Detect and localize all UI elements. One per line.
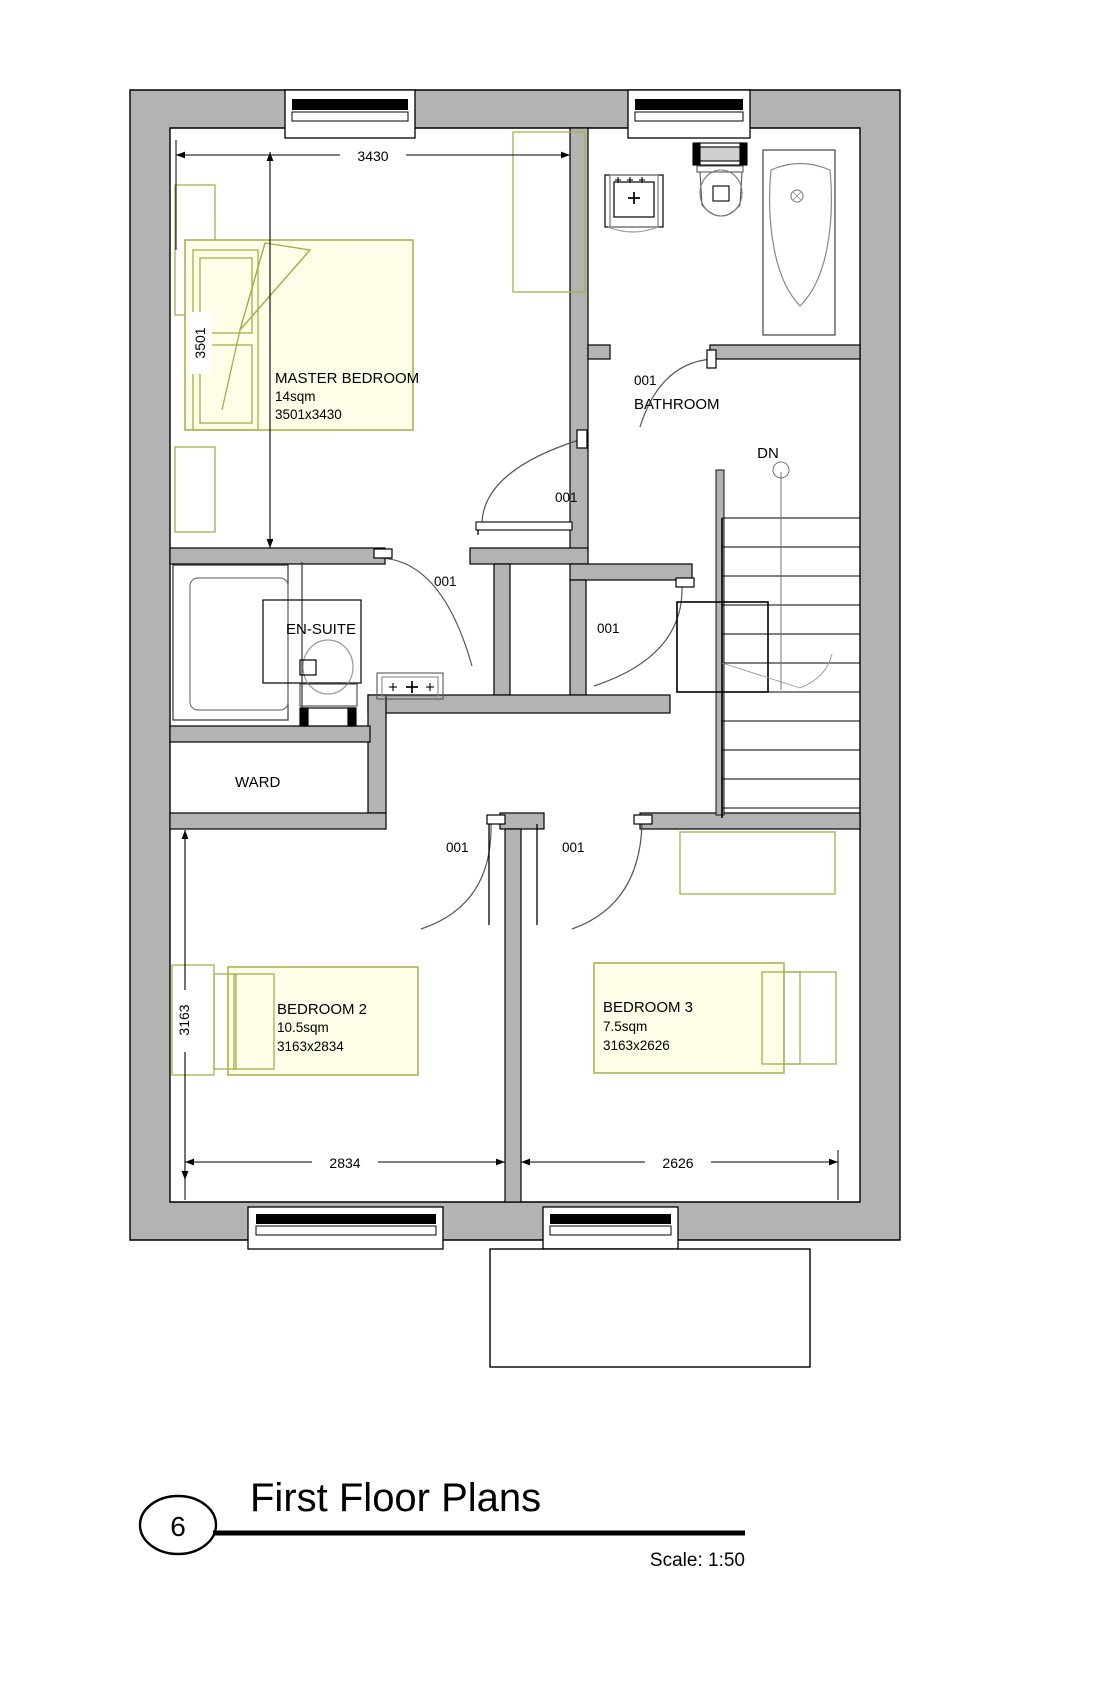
bedroom2-dims: 3163x2834 <box>277 1039 344 1054</box>
door-bedroom2 <box>420 814 506 930</box>
bathroom-door-tag: 001 <box>634 373 657 388</box>
label-bedroom2: BEDROOM 2 10.5sqm 3163x2834 <box>277 1001 367 1054</box>
master-bedroom-area: 14sqm <box>275 389 316 404</box>
bedroom3-furniture <box>593 831 837 1074</box>
bedroom3-name: BEDROOM 3 <box>603 999 693 1016</box>
window-bedroom3-bottom <box>542 1206 679 1250</box>
master-bedroom-dims: 3501x3430 <box>275 407 342 422</box>
dim-label-3163: 3163 <box>176 1004 192 1035</box>
bathroom-bathtub <box>762 149 836 336</box>
bedroom2-door-tag: 001 <box>446 840 469 855</box>
dim-label-2626: 2626 <box>662 1155 693 1171</box>
window-bedroom2-bottom <box>247 1206 444 1250</box>
window-bathroom-top <box>627 89 751 139</box>
dim-label-3501: 3501 <box>192 327 208 358</box>
door-bedroom3 <box>536 814 653 930</box>
window-master-top <box>284 89 416 139</box>
sheet-number: 6 <box>170 1511 186 1542</box>
bedroom2-area: 10.5sqm <box>277 1020 329 1035</box>
master-bedroom-name: MASTER BEDROOM <box>275 370 419 387</box>
label-bedroom3: BEDROOM 3 7.5sqm 3163x2626 <box>603 999 693 1053</box>
door-master-bedroom <box>475 429 588 535</box>
title-block: 6 First Floor Plans Scale: 1:50 <box>138 1476 745 1571</box>
hall-basin <box>376 672 444 700</box>
bedroom3-door-tag: 001 <box>562 840 585 855</box>
dimension-bedroom2-width: 2834 <box>184 1150 506 1200</box>
stair-direction-label: DN <box>757 445 779 462</box>
label-bathroom: 001 BATHROOM <box>634 373 720 413</box>
dimension-bedroom3-width: 2626 <box>520 1150 839 1200</box>
bathroom-toilet <box>692 142 748 217</box>
dim-label-3430: 3430 <box>357 148 388 164</box>
bathroom-name: BATHROOM <box>634 396 720 413</box>
bathroom-sink <box>604 174 664 233</box>
drawing-title: First Floor Plans <box>250 1476 541 1520</box>
master-bedroom-furniture <box>174 131 586 533</box>
dimension-master-width: 3430 <box>175 140 571 250</box>
door-bathroom <box>639 349 717 428</box>
drawing-scale: Scale: 1:50 <box>650 1550 745 1571</box>
dimension-master-depth: 3501 <box>190 152 274 548</box>
ensuite-fixtures <box>172 562 362 727</box>
door-ensuite <box>373 548 473 667</box>
dimension-bedroom2-depth: 3163 <box>175 830 195 1180</box>
wardrobe-name: WARD <box>235 774 280 791</box>
bedroom3-area: 7.5sqm <box>603 1019 647 1034</box>
master-door-tag: 001 <box>555 490 578 505</box>
bedroom2-name: BEDROOM 2 <box>277 1001 367 1018</box>
staircase <box>676 461 860 818</box>
landing-door-tag: 001 <box>597 621 620 636</box>
ensuite-name: EN-SUITE <box>286 621 356 638</box>
bedroom3-dims: 3163x2626 <box>603 1038 670 1053</box>
porch-outline <box>489 1248 811 1368</box>
dim-label-2834: 2834 <box>329 1155 360 1171</box>
ensuite-door-tag: 001 <box>434 574 457 589</box>
bedroom2-furniture <box>171 964 419 1076</box>
label-master-bedroom: MASTER BEDROOM 14sqm 3501x3430 <box>275 370 419 422</box>
sheet-number-bubble <box>138 1494 218 1556</box>
